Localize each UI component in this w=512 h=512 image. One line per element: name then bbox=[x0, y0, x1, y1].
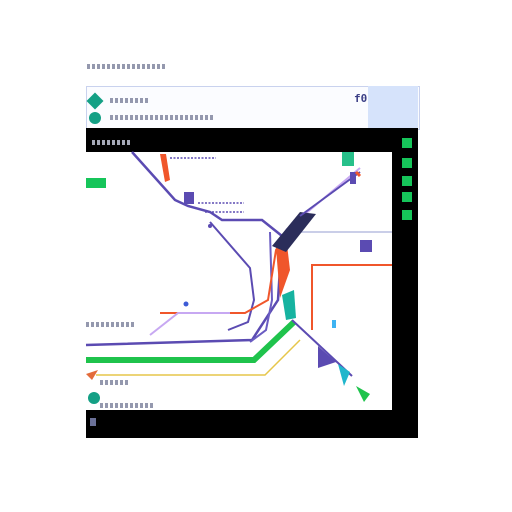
route-line-right[interactable] bbox=[299, 171, 361, 217]
green-marker[interactable] bbox=[356, 386, 370, 402]
map-label-text bbox=[170, 157, 244, 213]
header-subtitle-text bbox=[110, 115, 214, 120]
orange-segment[interactable] bbox=[276, 236, 290, 298]
purple-triangle-marker[interactable] bbox=[318, 346, 336, 368]
header-side-panel bbox=[368, 86, 418, 128]
rail-tag-icon[interactable] bbox=[402, 192, 412, 202]
route-line-orange-right[interactable] bbox=[354, 170, 362, 178]
route-line-lavender[interactable] bbox=[149, 312, 230, 336]
top-caption-text bbox=[87, 64, 165, 69]
route-line-green[interactable] bbox=[86, 319, 297, 363]
route-line-purple-low[interactable] bbox=[291, 319, 353, 377]
left-label-text bbox=[100, 403, 154, 408]
station-dot[interactable] bbox=[183, 301, 189, 307]
route-line-yellow[interactable] bbox=[96, 339, 301, 376]
rail-tag-icon[interactable] bbox=[402, 158, 412, 168]
rail-tag-icon[interactable] bbox=[402, 176, 412, 186]
route-line-purple[interactable] bbox=[85, 151, 284, 347]
central-station-marker[interactable] bbox=[272, 212, 316, 252]
station-square[interactable] bbox=[332, 320, 336, 328]
toolbar-text bbox=[92, 140, 132, 145]
header-badge[interactable]: f0 bbox=[354, 92, 368, 105]
bottom-corner-icon[interactable] bbox=[90, 418, 96, 426]
route-line-orange-branch[interactable] bbox=[311, 264, 392, 330]
circle-logo-icon[interactable] bbox=[89, 112, 101, 124]
station-square[interactable] bbox=[184, 192, 194, 204]
station-square[interactable] bbox=[342, 152, 354, 166]
header-title-text bbox=[110, 98, 148, 103]
route-line-purple-3[interactable] bbox=[209, 221, 256, 331]
left-label-text bbox=[86, 322, 134, 327]
left-label-text bbox=[100, 380, 130, 385]
rail-tag-icon[interactable] bbox=[402, 210, 412, 220]
teal-station-marker[interactable] bbox=[282, 290, 296, 320]
left-tag-icon[interactable] bbox=[86, 178, 106, 188]
orange-arrow-marker[interactable] bbox=[86, 370, 98, 380]
cyan-marker[interactable] bbox=[338, 364, 350, 386]
rail-tag-icon[interactable] bbox=[402, 138, 412, 148]
station-dot[interactable] bbox=[208, 224, 212, 228]
route-line-purple-2[interactable] bbox=[249, 231, 274, 343]
green-dot-icon[interactable] bbox=[88, 392, 100, 404]
orange-marker[interactable] bbox=[160, 154, 170, 182]
station-square[interactable] bbox=[360, 240, 372, 252]
